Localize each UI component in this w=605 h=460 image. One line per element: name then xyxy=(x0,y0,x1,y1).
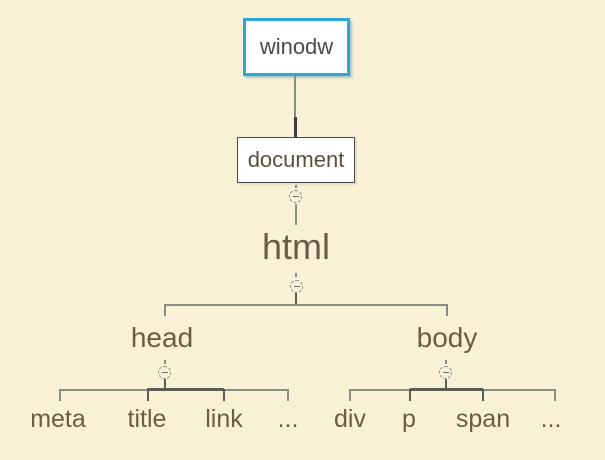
collapse-icon-html[interactable] xyxy=(290,280,303,293)
collapse-icon-head[interactable] xyxy=(158,366,171,379)
connector-head-stub xyxy=(164,379,166,390)
tree-node-window[interactable]: winodw xyxy=(243,18,350,76)
connector-html-children-hline xyxy=(164,304,447,306)
tree-node-html[interactable]: html xyxy=(261,226,331,267)
connector-document-html xyxy=(295,204,297,225)
connector-drop-link xyxy=(223,389,225,401)
tree-node-head[interactable]: head xyxy=(130,322,194,353)
connector-drop-body-more xyxy=(554,389,556,401)
tree-node-div[interactable]: div xyxy=(334,405,366,433)
tree-node-link[interactable]: link xyxy=(205,405,243,433)
connector-dash xyxy=(164,360,166,364)
tree-node-body[interactable]: body xyxy=(416,322,478,353)
connector-drop-body xyxy=(446,304,448,316)
tree-node-body-ellipsis[interactable]: ... xyxy=(540,405,562,433)
connector-drop-p xyxy=(409,389,411,401)
connector-body-children-joint xyxy=(410,388,483,391)
connector-drop-head xyxy=(164,304,166,316)
connector-dash xyxy=(445,360,447,364)
collapse-icon-body[interactable] xyxy=(439,366,452,379)
connector-drop-meta xyxy=(59,389,61,401)
tree-node-span[interactable]: span xyxy=(455,405,511,433)
connector-head-children-joint xyxy=(147,388,224,391)
connector-dash xyxy=(295,273,297,277)
connector-drop-span xyxy=(482,389,484,401)
connector-body-stub xyxy=(445,379,447,390)
tree-node-document-label: document xyxy=(247,147,345,172)
tree-node-meta[interactable]: meta xyxy=(30,405,86,433)
connector-window-document-lower xyxy=(294,117,297,138)
connector-drop-head-more xyxy=(287,389,289,401)
connector-window-document-upper xyxy=(294,76,296,118)
connector-drop-title xyxy=(147,389,149,401)
tree-node-head-ellipsis[interactable]: ... xyxy=(277,405,299,433)
tree-node-document[interactable]: document xyxy=(237,137,355,183)
tree-node-p[interactable]: p xyxy=(402,405,416,433)
tree-node-title[interactable]: title xyxy=(127,405,167,433)
connector-dash xyxy=(295,184,297,188)
connector-html-stub xyxy=(295,293,297,305)
connector-drop-div xyxy=(349,389,351,401)
tree-node-window-label: winodw xyxy=(259,34,334,59)
collapse-icon-document[interactable] xyxy=(289,190,302,203)
